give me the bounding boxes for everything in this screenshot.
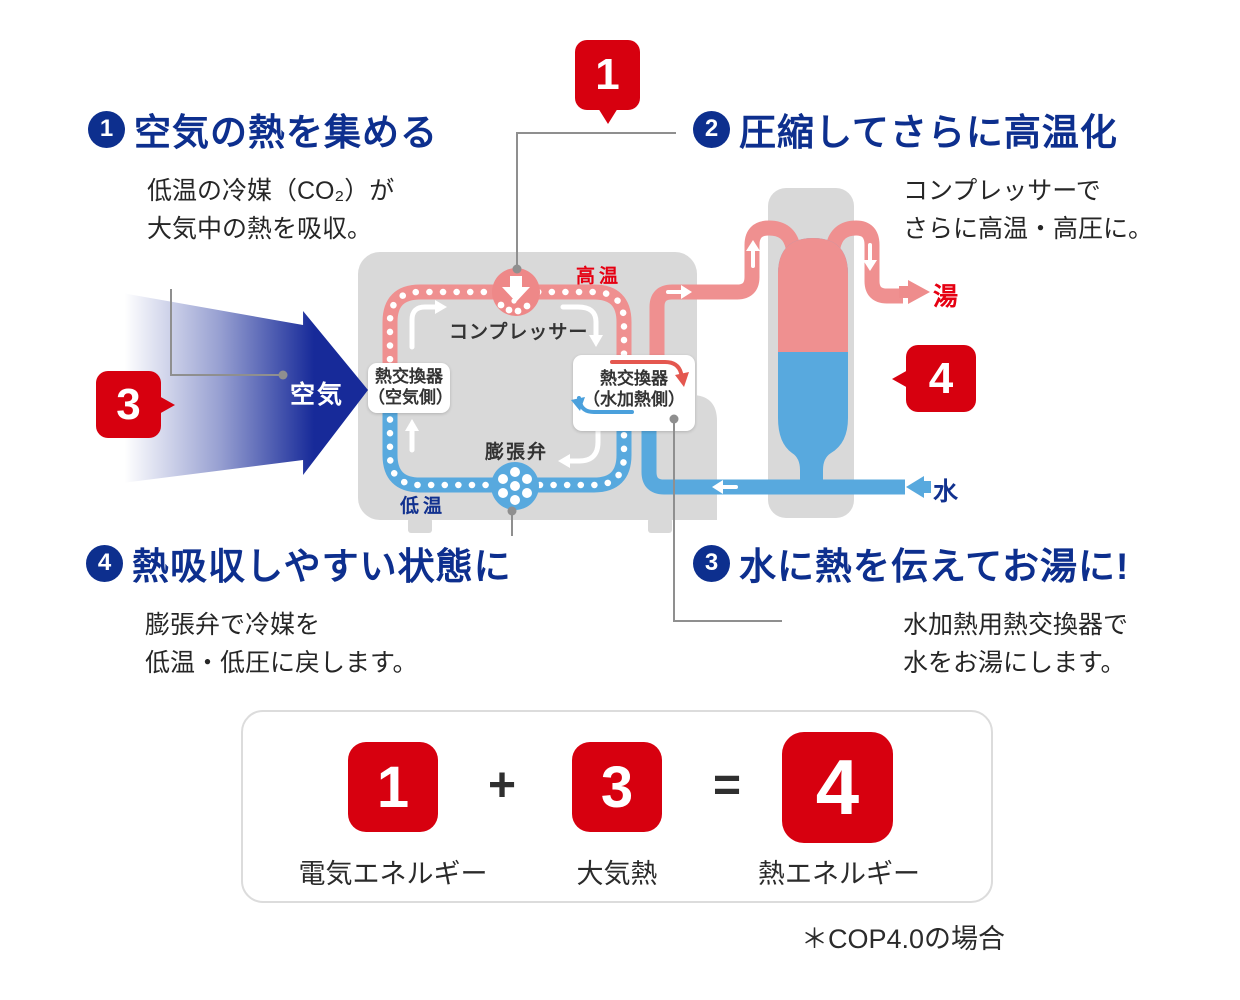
- leader-dots: [278, 264, 679, 516]
- badge-1-pointer: [598, 108, 618, 124]
- expansion-valve-label: 膨張弁: [485, 442, 549, 463]
- leader-lines: [170, 132, 782, 622]
- equation-term-4-square: 4: [782, 732, 893, 843]
- hx-air-label-line1: 熱交換器: [375, 367, 443, 386]
- hot-water-pipe-out: [825, 220, 903, 304]
- step-4-desc-line1: 膨張弁で冷媒を: [145, 611, 321, 639]
- step-1-number-icon: 1: [88, 110, 125, 148]
- hot-water-out-arrow-icon: [899, 286, 909, 298]
- low-temp-label: 低温: [400, 496, 447, 517]
- air-label: 空気: [290, 381, 345, 409]
- water-io-arrows: [899, 280, 931, 498]
- heat-energy-label: 熱エネルギー: [758, 859, 920, 889]
- step-2-number-icon: 2: [693, 110, 730, 148]
- step-2-desc-line2: さらに高温・高圧に。: [903, 215, 1154, 243]
- compressor-down-arrow-icon: [502, 276, 530, 302]
- hx-water-label-line2: （水加熱側）: [583, 390, 685, 409]
- badge-step-3: 3: [96, 371, 175, 438]
- step-2-desc-line1: コンプレッサーで: [903, 177, 1101, 205]
- cop-note: ＊COP4.0の場合: [800, 924, 1005, 954]
- badge-3-number: 3: [116, 379, 141, 429]
- expansion-valve-symbol: [491, 462, 539, 510]
- high-temp-label: 高温: [576, 266, 623, 287]
- air-heat-label: 大気熱: [576, 859, 658, 889]
- step-4-block: 4 熱吸収しやすい状態に 膨張弁で冷媒を 低温・低圧に戻します。: [86, 536, 512, 682]
- compressor-label: コンプレッサー: [449, 322, 589, 343]
- hx-water-transfer-arrows: [571, 360, 689, 414]
- step-1-desc-line2: 大気中の熱を吸収。: [147, 215, 373, 243]
- compressor-dots: [497, 298, 531, 315]
- hot-water-label: 湯: [933, 283, 959, 311]
- electric-energy-label: 電気エネルギー: [298, 859, 488, 889]
- step-1-desc-line1: 低温の冷媒（CO₂）が: [147, 177, 395, 205]
- cold-water-in-arrow-icon: [922, 481, 931, 493]
- heat-exchanger-air-box: 熱交換器 （空気側）: [368, 363, 453, 413]
- compressor-symbol: [492, 268, 540, 316]
- badge-3-pointer: [159, 396, 175, 414]
- tank-hot-section: [778, 238, 848, 352]
- loop-refrigerant-dots: [386, 288, 628, 489]
- step-2-block: 2 圧縮してさらに高温化 コンプレッサーで さらに高温・高圧に。: [693, 102, 1153, 248]
- unit-foot-right: [648, 518, 672, 533]
- step-3-block: 3 水に熱を伝えてお湯に! 水加熱用熱交換器で 水をお湯にします。: [693, 536, 1129, 682]
- badge-4-pointer: [892, 370, 908, 388]
- step-4-desc-line2: 低温・低圧に戻します。: [145, 649, 418, 677]
- storage-tank: [778, 238, 848, 487]
- loop-flow-arrows: [409, 304, 601, 464]
- step-1-title: 空気の熱を集める: [134, 112, 438, 153]
- heat-pump-unit-body: [358, 252, 697, 520]
- equation-term-3-square: 3: [572, 742, 662, 832]
- step-3-title: 水に熱を伝えてお湯に!: [739, 546, 1130, 587]
- loop-flow-arrowheads: [405, 300, 603, 468]
- hot-water-pipe-in: [649, 220, 801, 412]
- pipe-flow-arrowheads: [681, 240, 877, 494]
- step-1-block: 1 空気の熱を集める 低温の冷媒（CO₂）が 大気中の熱を吸収。: [88, 102, 438, 248]
- step-3-number-icon: 3: [693, 544, 730, 582]
- expansion-valve-dots: [498, 467, 532, 505]
- step-4-number-icon: 4: [86, 544, 123, 582]
- step-4-title: 熱吸収しやすい状態に: [132, 546, 512, 587]
- energy-equation-panel: 1 + 3 = 4 電気エネルギー 大気熱 熱エネルギー: [241, 710, 993, 903]
- external-pipes: [641, 220, 905, 495]
- badge-step-4: 4: [892, 345, 976, 412]
- badge-step-1: 1: [575, 40, 640, 124]
- step-2-title: 圧縮してさらに高温化: [739, 112, 1118, 153]
- unit-foot-left: [408, 518, 432, 533]
- step-3-desc-line1: 水加熱用熱交換器で: [903, 611, 1129, 639]
- cold-water-label: 水: [933, 478, 959, 506]
- hx-water-label-line1: 熱交換器: [600, 369, 668, 388]
- step-3-desc-line2: 水をお湯にします。: [903, 649, 1126, 677]
- badge-4-number: 4: [928, 353, 954, 403]
- badge-1-number: 1: [595, 50, 620, 99]
- cold-water-pipe: [641, 410, 905, 495]
- equation-term-1-square: 1: [348, 742, 438, 832]
- plus-sign: +: [487, 759, 517, 812]
- equals-sign: =: [712, 759, 742, 812]
- hx-air-label-line2: （空気側）: [368, 388, 453, 407]
- pipe-flow-arrows: [666, 243, 872, 489]
